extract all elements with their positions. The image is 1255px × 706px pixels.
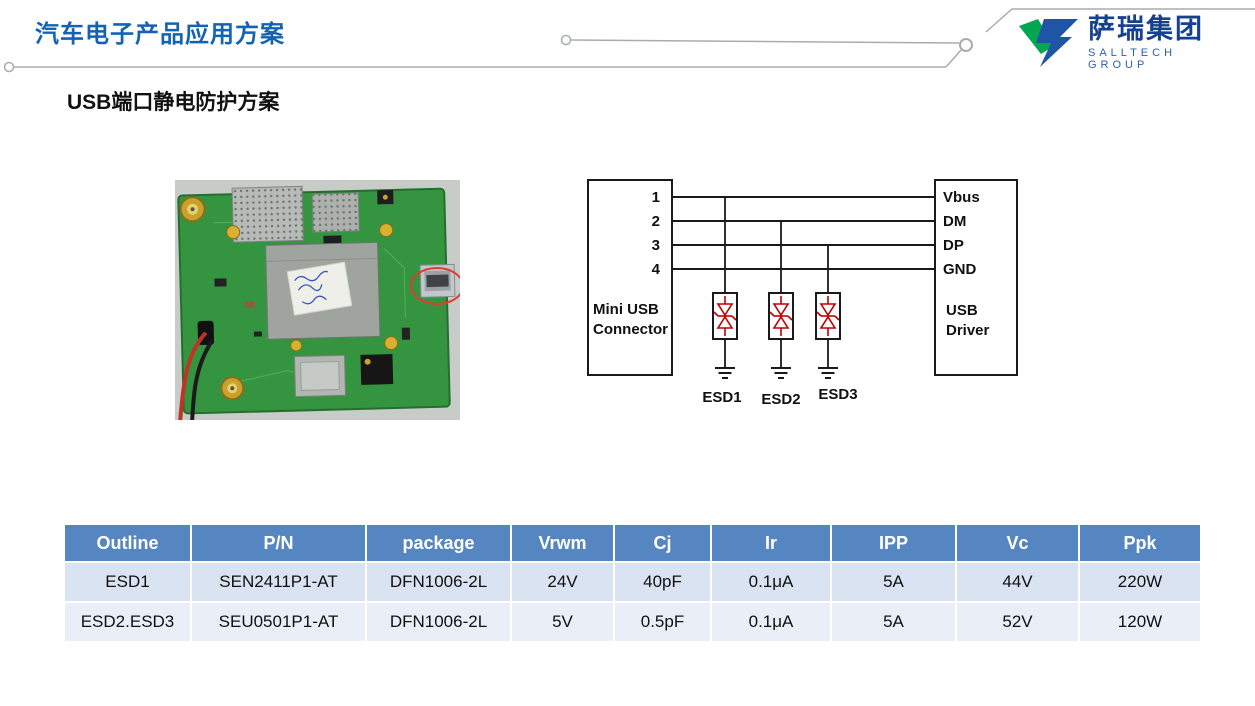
table-cell: 40pF [613,561,712,603]
connector-node-icon [3,61,15,73]
esd1-label: ESD1 [702,389,741,406]
esd-circuit-diagram: 1 2 3 4 Vbus DM DP GND Mini USB Connecto… [587,179,1018,408]
black-wire [190,339,214,420]
signal-label: Vbus [943,189,980,206]
column-header-vc: Vc [955,523,1080,563]
tvs-diode-icon [816,296,840,336]
logo-mark-icon [1019,19,1078,67]
table-cell: 5A [830,561,957,603]
esd3-device [815,245,841,379]
tvs-diode-icon [769,296,793,336]
red-wire [178,331,208,420]
esd-spec-table: Outline P/N package Vrwm Cj Ir IPP Vc Pp… [63,523,1202,643]
mini-usb-label-line2: Connector [593,321,668,338]
pin-label: 2 [652,213,660,230]
esd2-device [768,221,794,379]
table-cell: DFN1006-2L [365,601,512,643]
table-cell: 5A [830,601,957,643]
table-header-row: Outline P/N package Vrwm Cj Ir IPP Vc Pp… [63,523,1202,563]
column-header-vrwm: Vrwm [510,523,615,563]
table-cell: 24V [510,561,615,603]
column-header-pn: P/N [190,523,367,563]
signal-label: GND [943,261,977,278]
table-cell: 5V [510,601,615,643]
section-title: USB端口静电防护方案 [67,91,280,114]
table-cell: SEU0501P1-AT [190,601,367,643]
column-header-outline: Outline [63,523,192,563]
signal-label: DP [943,237,964,254]
column-header-package: package [365,523,512,563]
connector-node-icon [560,34,572,46]
table-row-esd2-esd3: ESD2.ESD3 SEU0501P1-AT DFN1006-2L 5V 0.5… [63,601,1202,643]
tvs-diode-icon [713,296,737,336]
table-cell: 220W [1078,561,1202,603]
logo-company-name: 萨瑞集团 [1088,13,1204,44]
table-cell: 52V [955,601,1080,643]
table-cell: ESD1 [63,561,192,603]
logo-tagline: SALLTECH GROUP [1088,47,1177,72]
usb-driver-label-line2: Driver [946,322,990,339]
usb-driver-box [934,179,1018,376]
company-logo: 萨瑞集团 SALLTECH GROUP [1018,14,1243,72]
pin-label: 4 [652,261,661,278]
table-cell: ESD2.ESD3 [63,601,192,643]
table-cell: 0.1μA [710,601,832,643]
esd2-label: ESD2 [761,391,800,408]
esd1-device [712,197,738,379]
table-cell: DFN1006-2L [365,561,512,603]
table-cell: 0.1μA [710,561,832,603]
table-row-esd1: ESD1 SEN2411P1-AT DFN1006-2L 24V 40pF 0.… [63,561,1202,603]
column-header-ir: Ir [710,523,832,563]
pin-label: 1 [652,189,660,206]
usb-connector-icon [419,263,456,298]
pcb-photo [175,180,460,420]
connector-node-icon [959,38,973,52]
mini-usb-connector-box [587,179,673,376]
table-cell: 44V [955,561,1080,603]
annotation-ellipse [410,267,460,305]
esd3-label: ESD3 [818,386,857,403]
table-cell: 120W [1078,601,1202,643]
pin-label: 3 [652,237,660,254]
signal-label: DM [943,213,966,230]
mini-usb-label-line1: Mini USB [593,301,659,318]
table-cell: 0.5pF [613,601,712,643]
column-header-cj: Cj [613,523,712,563]
sma-connector-icon [179,196,206,223]
column-header-ppk: Ppk [1078,523,1202,563]
sma-connector-icon [220,376,245,401]
usb-driver-label-line1: USB [946,302,978,319]
header-decoration-lines [3,8,1255,73]
column-header-ipp: IPP [830,523,957,563]
table-cell: SEN2411P1-AT [190,561,367,603]
page-title: 汽车电子产品应用方案 [35,21,285,48]
